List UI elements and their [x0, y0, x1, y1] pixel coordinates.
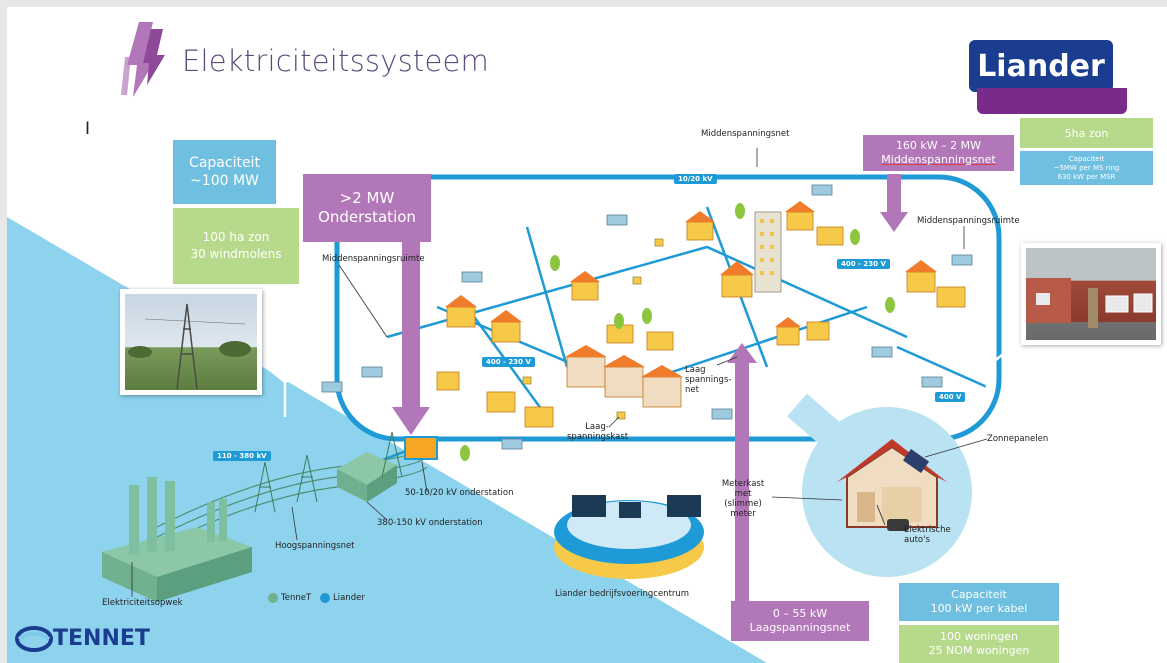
legend-tennet-label: TenneT: [281, 593, 312, 603]
capacity-kabel-line1: Capaciteit: [951, 588, 1007, 601]
lsn-line1: 0 – 55 kW: [772, 607, 828, 620]
onderstation-line2: Onderstation: [318, 208, 416, 226]
onderstation-box: >2 MW Onderstation: [303, 174, 431, 242]
pylon-photo: [120, 289, 262, 395]
voltage-tag-400-230v-left: 400 - 230 V: [482, 357, 535, 367]
capacity-100mw-box: Capaciteit ~100 MW: [173, 140, 276, 204]
voltage-tag-10-20kv: 10/20 kV: [674, 174, 717, 184]
tennet-swirl-icon: [15, 626, 53, 652]
zon-5ha-box: 5ha zon: [1020, 118, 1153, 148]
text-cursor-mark: I: [85, 119, 91, 139]
capacity-kabel-box: Capaciteit 100 kW per kabel: [899, 583, 1059, 621]
house-detail-graphic: [837, 439, 947, 531]
label-zonnepanelen: Zonnepanelen: [987, 434, 1049, 444]
woningen-box: 100 woningen 25 NOM woningen: [899, 625, 1059, 663]
woningen-line1: 100 woningen: [940, 630, 1018, 643]
label-middenspanningsnet: Middenspanningsnet: [701, 129, 790, 139]
label-elektrische-autos: Elektrische auto's: [904, 525, 951, 545]
onderstation-line1: >2 MW: [339, 189, 395, 207]
power-plant-graphic: [102, 477, 252, 602]
substation-380-graphic: [337, 452, 397, 502]
title-lightning-icon: [117, 17, 169, 97]
liander-logo-text: Liander: [977, 49, 1105, 84]
voltage-tag-400-230v-right: 400 - 230 V: [837, 259, 890, 269]
capacity-kabel-line2: 100 kW per kabel: [930, 602, 1028, 615]
zon-wind-line1: 100 ha zon: [202, 230, 270, 244]
legend-liander-label: Liander: [333, 593, 365, 603]
houses-graphic: [436, 201, 966, 428]
label-meterkast: Meterkast met (slimme) meter: [721, 479, 765, 519]
voltage-tag-110-380kv: 110 - 380 kV: [213, 451, 271, 461]
capacity-ms-line1: Capaciteit: [1068, 154, 1105, 163]
lsn-box: 0 – 55 kW Laagspanningsnet: [731, 601, 869, 641]
label-hoogspanningsnet: Hoogspanningsnet: [275, 541, 355, 551]
capacity-100mw-line1: Capaciteit: [189, 155, 260, 171]
page-title: Elektriciteitssysteem: [182, 44, 490, 78]
voltage-tag-400v: 400 V: [935, 392, 966, 402]
zon-5ha-text: 5ha zon: [1064, 126, 1109, 140]
capacity-ms-line2: ~5MW per MS ring: [1053, 163, 1120, 172]
legend-liander-dot: [320, 593, 330, 603]
zon-wind-box: 100 ha zon 30 windmolens: [173, 208, 299, 284]
label-msr-left: Middenspanningsruimte: [322, 254, 425, 264]
tennet-logo: TENNET: [15, 625, 165, 655]
msn-line2: Middenspanningsnet: [881, 153, 996, 166]
label-laagspanningsnet: Laag spannings- net: [685, 365, 732, 395]
msn-line1: 160 kW – 2 MW: [895, 139, 982, 152]
label-onderstation-50: 50-10/20 kV onderstation: [405, 488, 514, 498]
capacity-ms-box: Capaciteit ~5MW per MS ring 630 kW per M…: [1020, 151, 1153, 185]
tennet-logo-text: TENNET: [53, 626, 150, 651]
street-photo: [1021, 243, 1161, 345]
label-bedrijfsvoeringcentrum: Liander bedrijfsvoeringcentrum: [555, 589, 690, 599]
capacity-100mw-line2: ~100 MW: [190, 173, 259, 189]
label-onderstation-380: 380-150 kV onderstation: [377, 518, 483, 528]
capacity-ms-line3: 630 kW per MSR: [1057, 172, 1116, 181]
lsn-line2: Laagspanningsnet: [749, 621, 851, 634]
woningen-line2: 25 NOM woningen: [928, 644, 1030, 657]
msn-box: 160 kW – 2 MW Middenspanningsnet: [863, 135, 1014, 171]
label-msr-right: Middenspanningsruimte: [917, 216, 1020, 226]
slide: Elektriciteitssysteem I Liander TENNET: [7, 7, 1167, 663]
label-elektriciteitsopwek: Elektriciteitsopwek: [102, 598, 183, 608]
zon-wind-line2: 30 windmolens: [190, 247, 282, 261]
legend-tennet-dot: [268, 593, 278, 603]
liander-logo: Liander: [969, 40, 1129, 114]
label-laagspanningskast: Laag- spanningskast: [567, 422, 629, 442]
control-centre-graphic: [554, 495, 704, 579]
